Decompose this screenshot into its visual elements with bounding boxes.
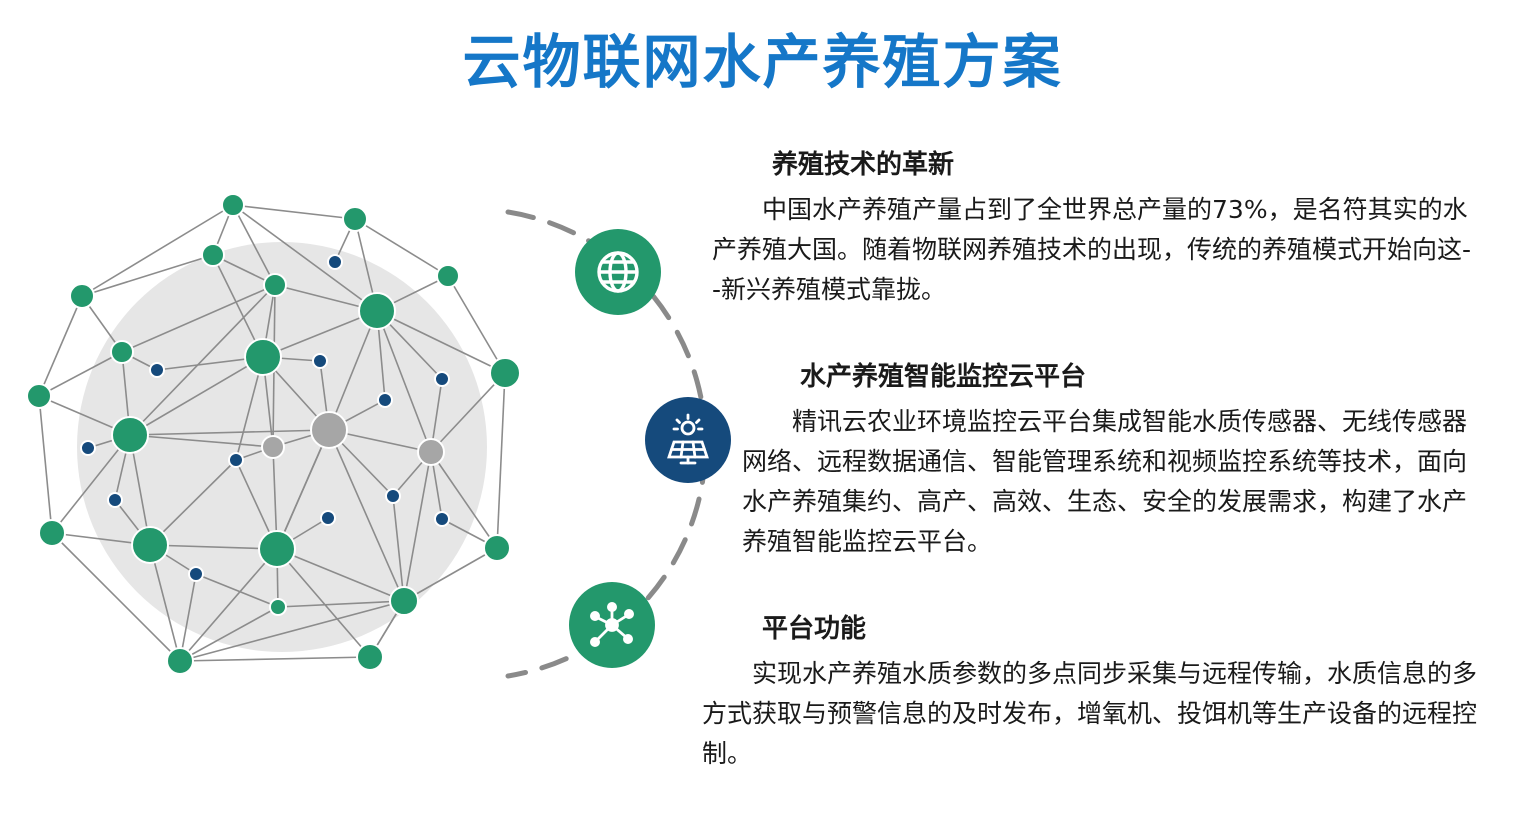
network-node: [358, 292, 396, 330]
page-title: 云物联网水产养殖方案: [462, 28, 1063, 96]
network-edge: [232, 204, 356, 220]
network-node: [483, 534, 511, 562]
network-node: [221, 193, 245, 217]
network-edge: [376, 310, 432, 453]
network-edge: [262, 310, 378, 358]
network-edge: [328, 310, 378, 431]
network-edge: [51, 532, 181, 662]
network-node: [434, 371, 450, 387]
network-edge: [447, 275, 506, 374]
network-edge: [232, 204, 276, 286]
network-edge: [496, 372, 506, 549]
network-edge: [38, 395, 53, 534]
network-node: [201, 243, 225, 267]
network-node: [69, 283, 95, 309]
network-node: [263, 273, 287, 297]
network-edge: [195, 573, 279, 608]
network-node: [258, 530, 296, 568]
network-edge: [129, 284, 276, 436]
network-edge: [121, 284, 276, 353]
network-edge: [276, 548, 405, 602]
network-node: [385, 488, 401, 504]
network-edge: [81, 204, 234, 297]
network-edge: [232, 204, 378, 312]
network-node: [436, 264, 460, 288]
network-node: [166, 647, 194, 675]
network-node: [149, 362, 165, 378]
section-body: 精讯云农业环境监控云平台集成智能水质传感器、无线传感器网络、远程数据通信、智能管…: [742, 407, 1468, 556]
globe-icon: [597, 251, 639, 293]
network-node: [327, 254, 343, 270]
network-nodes: [26, 193, 521, 675]
network-edge: [179, 656, 371, 662]
network-edge: [430, 451, 498, 549]
network-node: [342, 206, 368, 232]
network-edge: [179, 548, 278, 662]
network-node: [80, 440, 96, 456]
network-edge: [276, 548, 371, 658]
network-edge: [179, 600, 405, 662]
network-node: [131, 526, 169, 564]
section-heading: 平台功能: [762, 614, 867, 644]
network-node: [417, 438, 445, 466]
network-edge: [430, 372, 506, 453]
network-edge: [38, 295, 83, 397]
network-node: [26, 383, 52, 409]
network-node: [228, 452, 244, 468]
section-monitoring-cloud-platform: 水产养殖智能监控云平台 精讯云农业环境监控云平台集成智能水质传感器、无线传感器网…: [742, 360, 1472, 562]
globe-icon-circle: [575, 229, 661, 315]
network-node: [188, 566, 204, 582]
network-edge: [51, 434, 131, 534]
network-edge: [149, 544, 181, 662]
network-node: [312, 353, 328, 369]
network-node: [111, 416, 149, 454]
network-node: [377, 392, 393, 408]
section-heading: 养殖技术的革新: [772, 150, 955, 180]
network-node: [356, 643, 384, 671]
network-node: [38, 519, 66, 547]
network-node: [434, 511, 450, 527]
network-edge: [403, 547, 498, 602]
network-node: [320, 510, 336, 526]
network-node: [261, 435, 285, 459]
network-node: [107, 492, 123, 508]
network-edge: [392, 495, 405, 602]
network-edge: [149, 459, 237, 546]
network-edge: [149, 544, 278, 550]
network-edge: [129, 356, 264, 436]
network-edge: [328, 429, 405, 602]
solar-panel-icon-circle: [645, 397, 731, 483]
network-edge: [81, 254, 214, 297]
network-hub-icon-circle: [569, 582, 655, 668]
network-graph-illustration: [26, 193, 521, 675]
network-edge: [354, 218, 449, 277]
network-edge: [179, 573, 197, 662]
section-heading: 水产养殖智能监控云平台: [800, 362, 1087, 392]
network-node: [389, 586, 419, 616]
network-node: [244, 338, 282, 376]
section-body: 中国水产养殖产量占到了全世界总产量的73%，是名符其实的水产养殖大国。随着物联网…: [712, 195, 1472, 304]
section-body: 实现水产养殖水质参数的多点同步采集与远程传输，水质信息的多方式获取与预警信息的及…: [702, 659, 1478, 768]
network-edge: [38, 351, 123, 397]
network-edge: [276, 429, 330, 550]
network-edge: [403, 451, 432, 602]
solar-panel-icon: [667, 413, 709, 465]
network-edge: [129, 429, 330, 436]
network-hub-icon: [590, 602, 635, 648]
network-node: [110, 340, 134, 364]
network-edge: [376, 310, 506, 374]
network-node: [269, 598, 287, 616]
network-node: [489, 357, 521, 389]
network-edge: [277, 600, 405, 608]
network-edge: [129, 434, 274, 448]
section-farming-innovation: 养殖技术的革新 中国水产养殖产量占到了全世界总产量的73%，是名符其实的水产养殖…: [712, 148, 1472, 310]
network-edge: [179, 606, 279, 662]
network-node: [310, 411, 348, 449]
section-platform-functions: 平台功能 实现水产养殖水质参数的多点同步采集与远程传输，水质信息的多方式获取与预…: [702, 612, 1477, 774]
